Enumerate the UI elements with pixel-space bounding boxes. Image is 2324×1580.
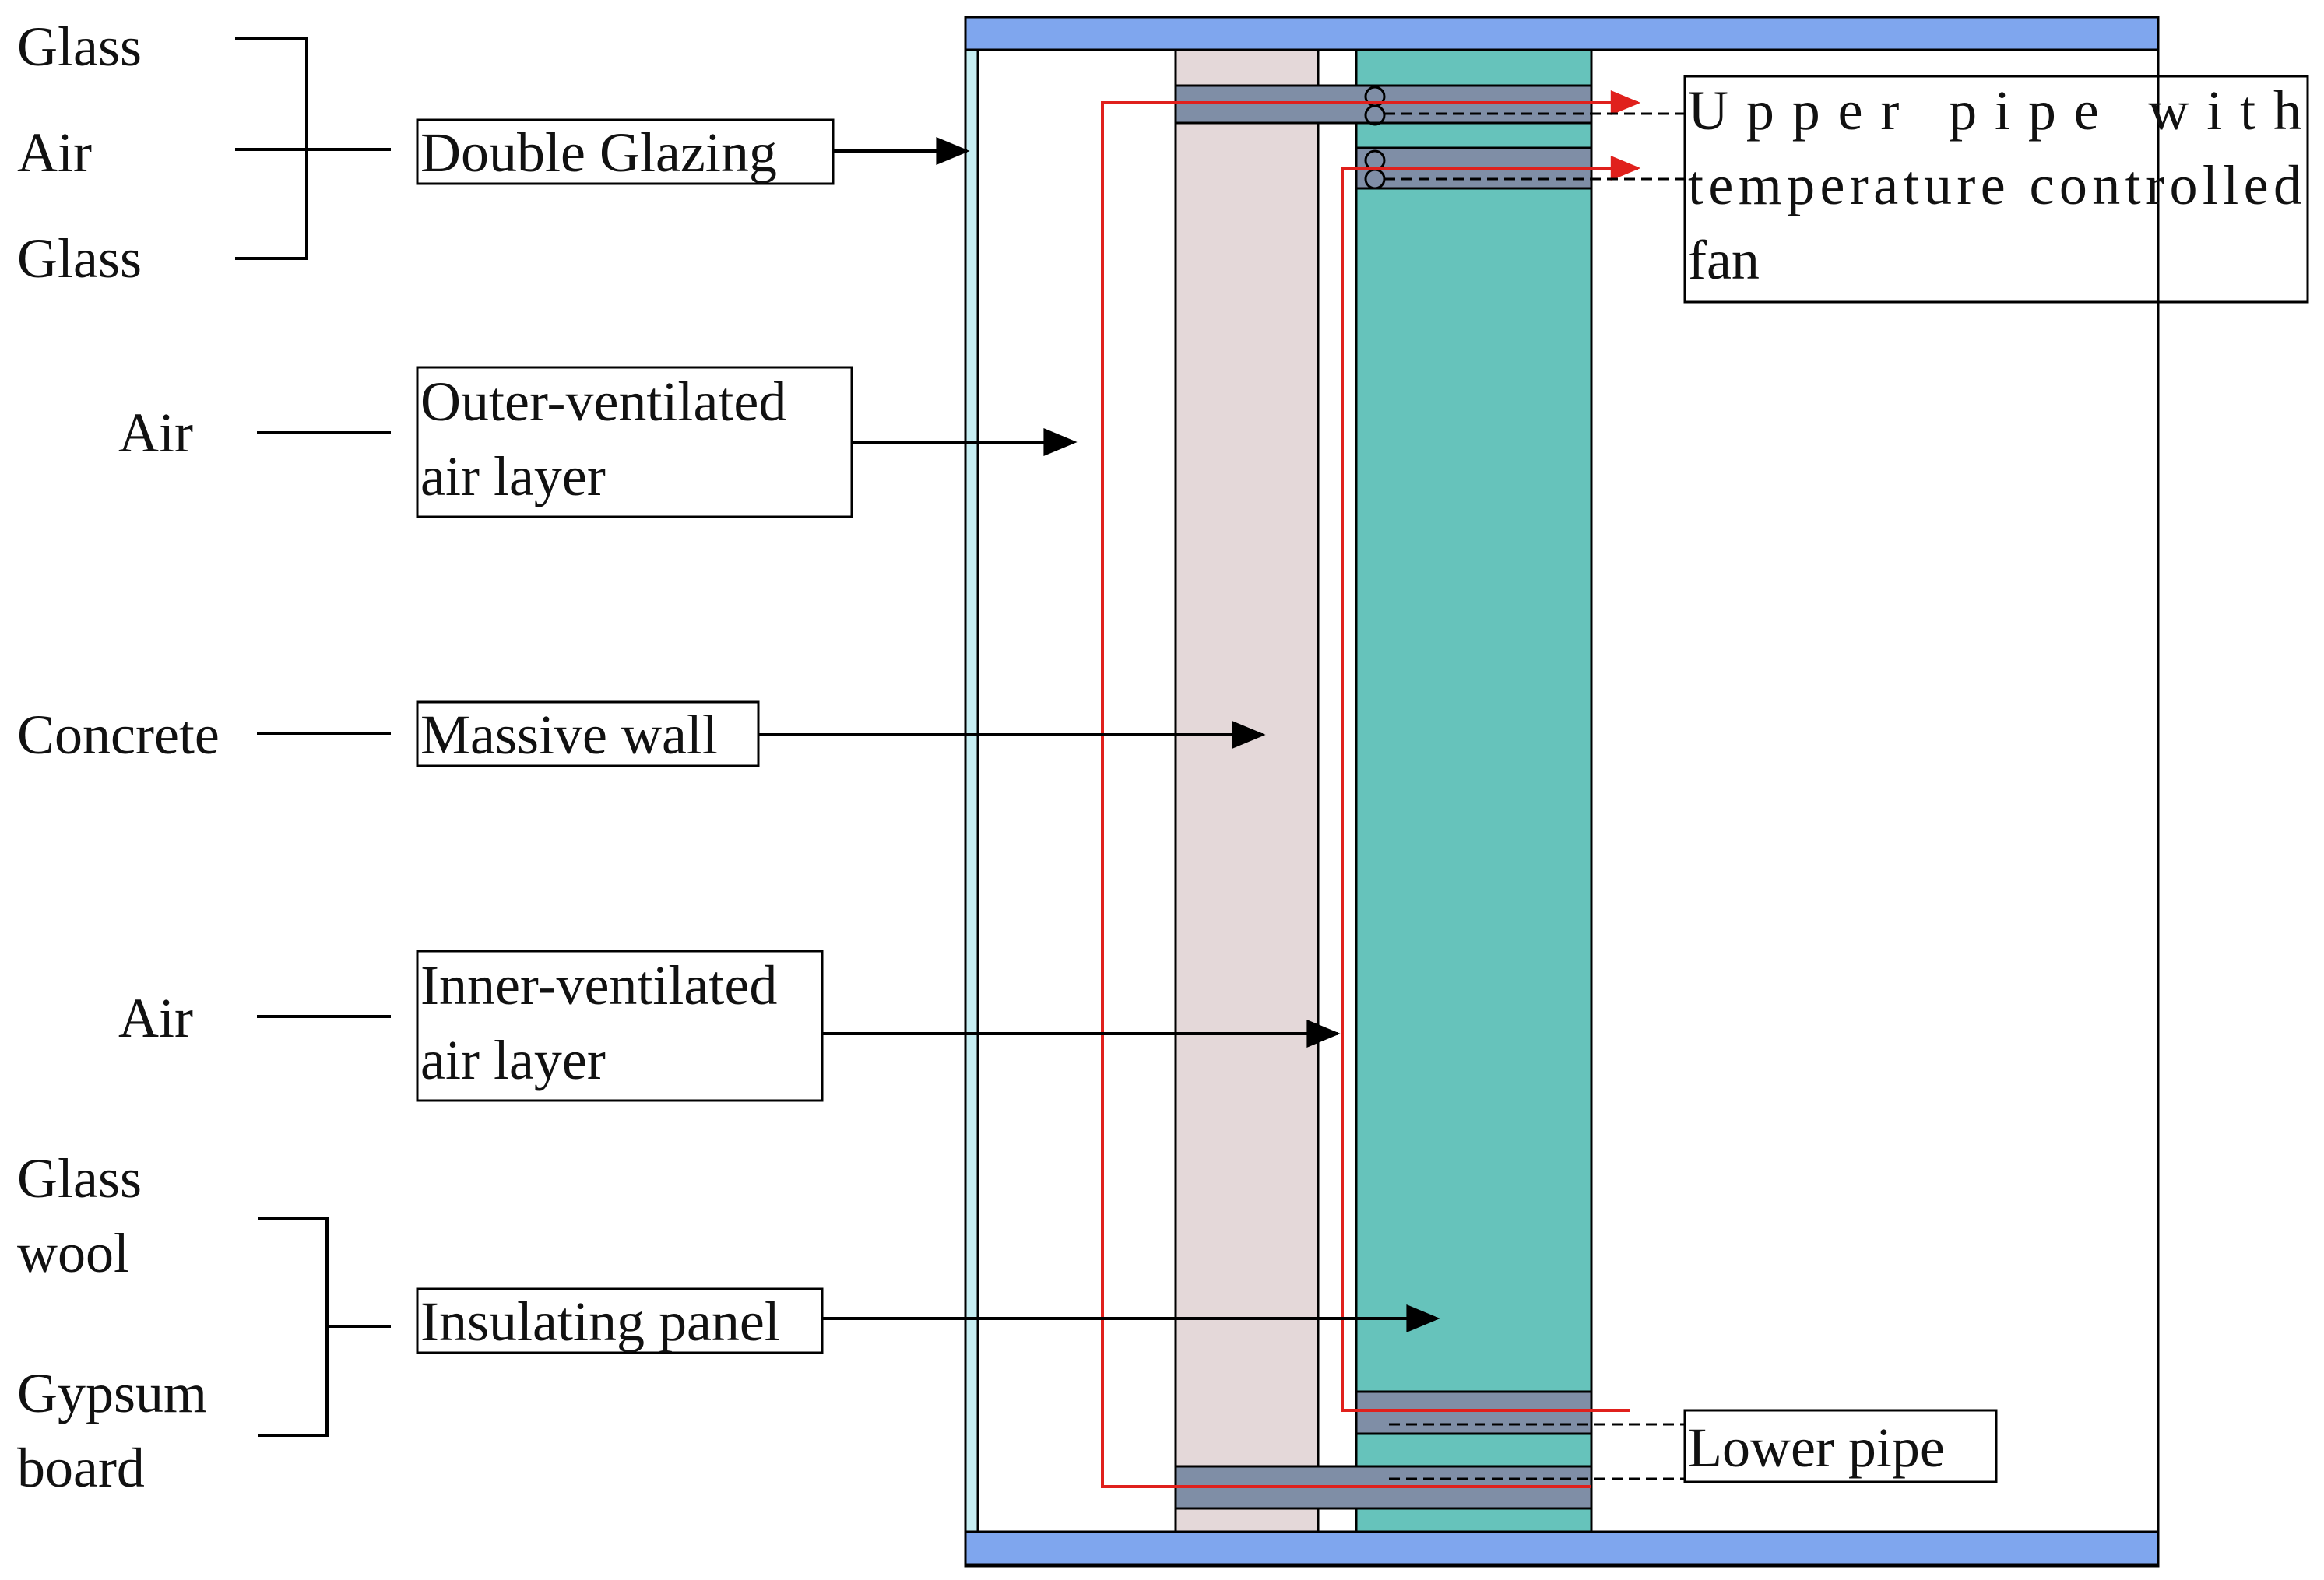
material-concrete: Concrete — [17, 704, 220, 766]
inner-airflow-path — [1341, 156, 1641, 1412]
material-glass-top: Glass — [17, 16, 142, 78]
insulating-panel-label: Insulating panel — [420, 1290, 780, 1353]
upper-pipe-label-line3: fan — [1688, 229, 1760, 291]
upper-pipe-label-line2: temperature controlled — [1688, 154, 2301, 216]
bottom-frame-bar — [964, 1530, 2160, 1566]
insulating-panel-layer — [1355, 48, 1593, 1533]
material-labels: Glass Air Glass Air Concrete Air Glass w… — [17, 16, 220, 1499]
component-labels: Double Glazing Outer-ventilated air laye… — [416, 118, 853, 1354]
pipe-labels: Upper pipe with temperature controlled f… — [1683, 75, 2309, 1483]
inner-air-box — [416, 950, 824, 1102]
outer-air-label-line1: Outer-ventilated — [420, 370, 786, 433]
double-glazing-layer — [964, 48, 979, 1533]
material-air-top: Air — [17, 121, 92, 184]
inner-air-label-line2: air layer — [420, 1029, 606, 1091]
outer-air-box — [416, 366, 853, 518]
massive-wall-label: Massive wall — [420, 704, 718, 766]
outer-air-label-line2: air layer — [420, 445, 606, 507]
outer-airflow-path — [1101, 90, 1641, 1488]
lower-pipe-box — [1683, 1409, 1998, 1483]
massive-wall-box — [416, 700, 760, 767]
top-frame-bar — [964, 16, 2160, 51]
lower-pipe-inner — [1355, 1390, 1593, 1435]
upper-pipe-box — [1683, 75, 2309, 304]
material-air-inner: Air — [118, 987, 193, 1049]
pointer-arrows — [758, 137, 1440, 1332]
material-gypsum-line1: Gypsum — [17, 1362, 207, 1424]
lower-pipe-label: Lower pipe — [1688, 1417, 1945, 1479]
connectors — [235, 37, 391, 1437]
wall-assembly — [964, 16, 2160, 1568]
material-air-outer: Air — [118, 402, 193, 464]
material-gypsum-line2: board — [17, 1437, 145, 1499]
insulating-panel-box — [416, 1287, 824, 1354]
double-glazing-label: Double Glazing — [420, 121, 777, 184]
inner-air-label-line1: Inner-ventilated — [420, 954, 777, 1016]
insulating-bracket — [258, 1217, 329, 1437]
pipe-leaders — [1384, 112, 1689, 1480]
material-glass-wool-line1: Glass — [17, 1147, 142, 1210]
massive-wall-layer — [1174, 48, 1320, 1533]
material-glass-wool-line2: wool — [17, 1222, 129, 1284]
airflow-paths — [1101, 90, 1641, 1488]
double-glazing-box — [416, 118, 835, 185]
fan-icon — [1364, 104, 1386, 126]
material-glass-bottom: Glass — [17, 227, 142, 290]
